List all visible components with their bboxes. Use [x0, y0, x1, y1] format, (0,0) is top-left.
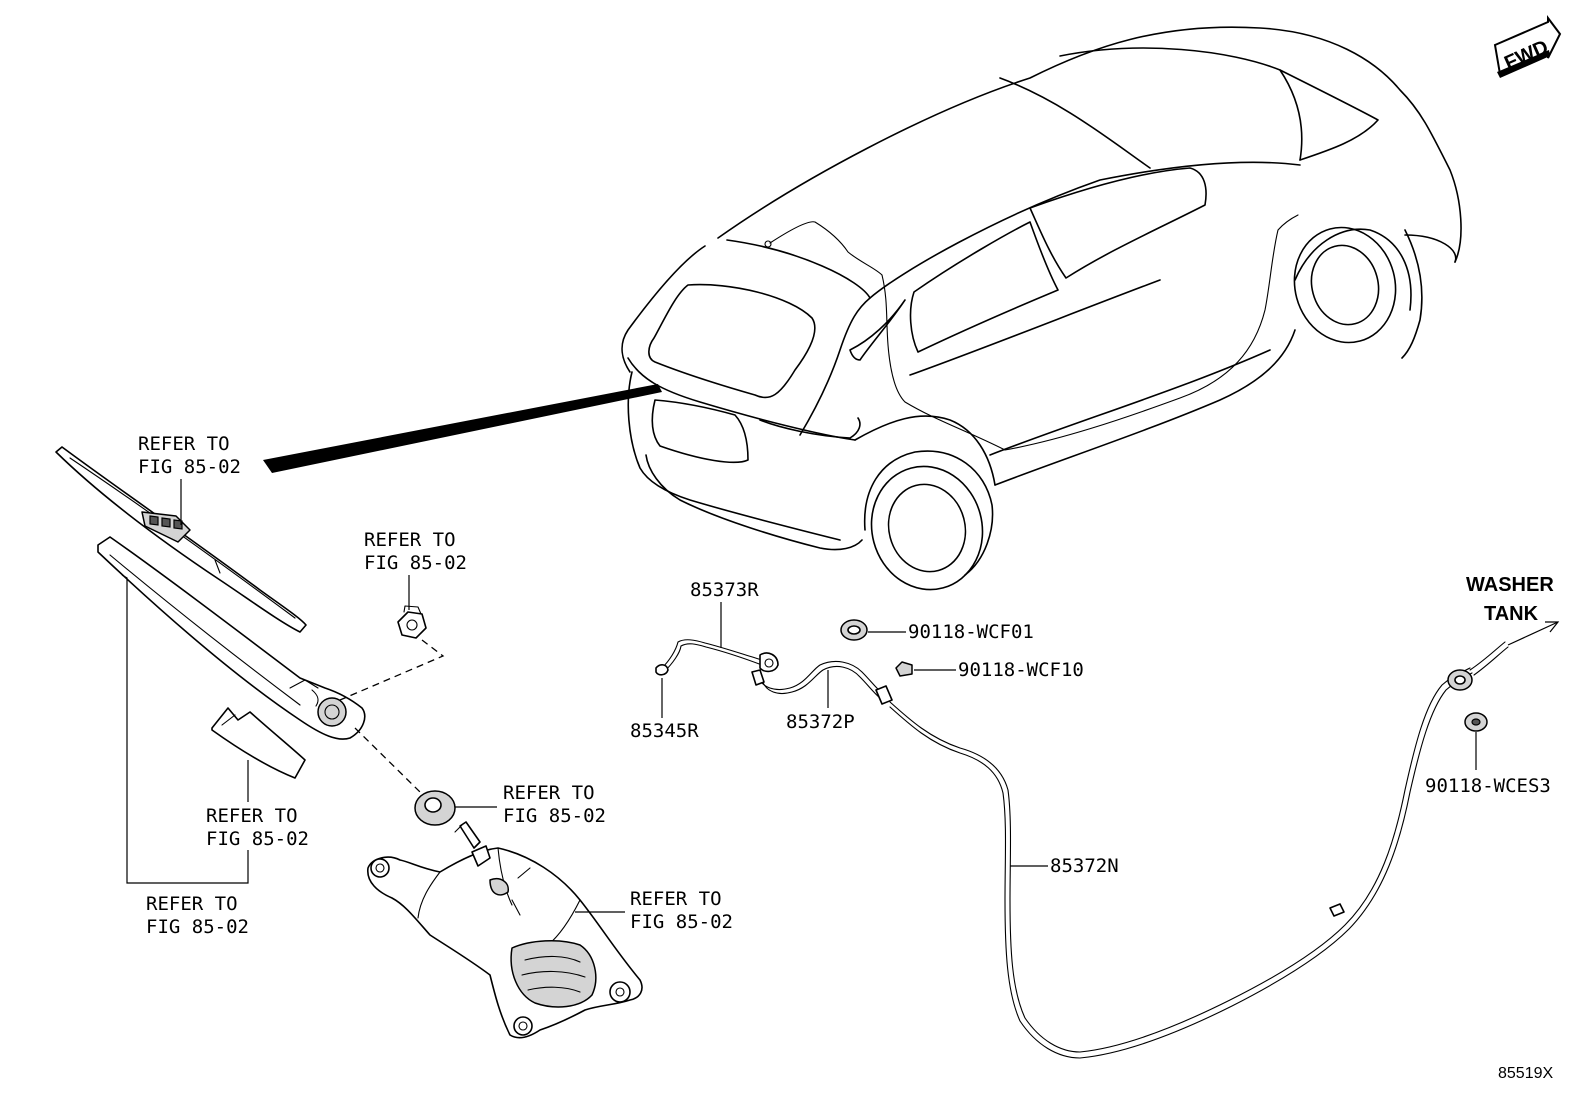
callout-pointer: [263, 384, 662, 473]
refer-label-nut-line1: REFER TO: [364, 529, 456, 551]
part-label-90118-WCF01: 90118-WCF01: [908, 621, 1034, 643]
hose-joint-grommet: [1447, 669, 1473, 691]
assembly-line-pivot: [354, 727, 421, 793]
washer-tank-arrow-icon: [1507, 621, 1560, 646]
washer-hose-85372P: [751, 660, 893, 705]
refer-label-arm-line2: FIG 85-02: [146, 916, 249, 938]
part-label-90118-WCES3: 90118-WCES3: [1425, 775, 1551, 797]
vehicle-outline: [621, 26, 1462, 591]
part-label-85373R: 85373R: [690, 579, 759, 601]
clip-90118-WCF10: [895, 661, 913, 677]
refer-label-cap-line1: REFER TO: [206, 805, 298, 827]
wiper-motor: [367, 821, 643, 1039]
refer-label-grommet-line1: REFER TO: [503, 782, 595, 804]
grommet-90118-WCF01: [840, 619, 868, 641]
washer-nozzle-assembly: [655, 639, 779, 676]
wiper-arm: [97, 536, 366, 740]
washer-tank-label-line1: WASHER: [1466, 574, 1554, 596]
refer-label-arm-line1: REFER TO: [146, 893, 238, 915]
refer-label-motor-line2: FIG 85-02: [630, 911, 733, 933]
washer-tank-label-line2: TANK: [1484, 603, 1539, 625]
refer-label-grommet-line2: FIG 85-02: [503, 805, 606, 827]
part-label-85372P: 85372P: [786, 711, 855, 733]
wiper-arm-nut: [397, 605, 427, 639]
refer-label-blade-line1: REFER TO: [138, 433, 230, 455]
assembly-line-nut: [339, 639, 445, 701]
leader-arm: [121, 574, 249, 884]
fwd-direction-badge: FWD: [1493, 15, 1562, 78]
wiper-blade: [55, 446, 307, 633]
refer-label-cap-line2: FIG 85-02: [206, 828, 309, 850]
refer-label-motor-line1: REFER TO: [630, 888, 722, 910]
part-label-90118-WCF10: 90118-WCF10: [958, 659, 1084, 681]
washer-hose-85372N: [889, 641, 1509, 1059]
wiper-arm-cap: [211, 707, 306, 779]
figure-id: 85519X: [1498, 1065, 1553, 1082]
pivot-grommet: [414, 790, 456, 826]
refer-label-blade-line2: FIG 85-02: [138, 456, 241, 478]
refer-label-nut-line2: FIG 85-02: [364, 552, 467, 574]
grommet-90118-WCES3: [1464, 712, 1488, 732]
part-label-85372N: 85372N: [1050, 855, 1119, 877]
part-label-85345R: 85345R: [630, 720, 699, 742]
